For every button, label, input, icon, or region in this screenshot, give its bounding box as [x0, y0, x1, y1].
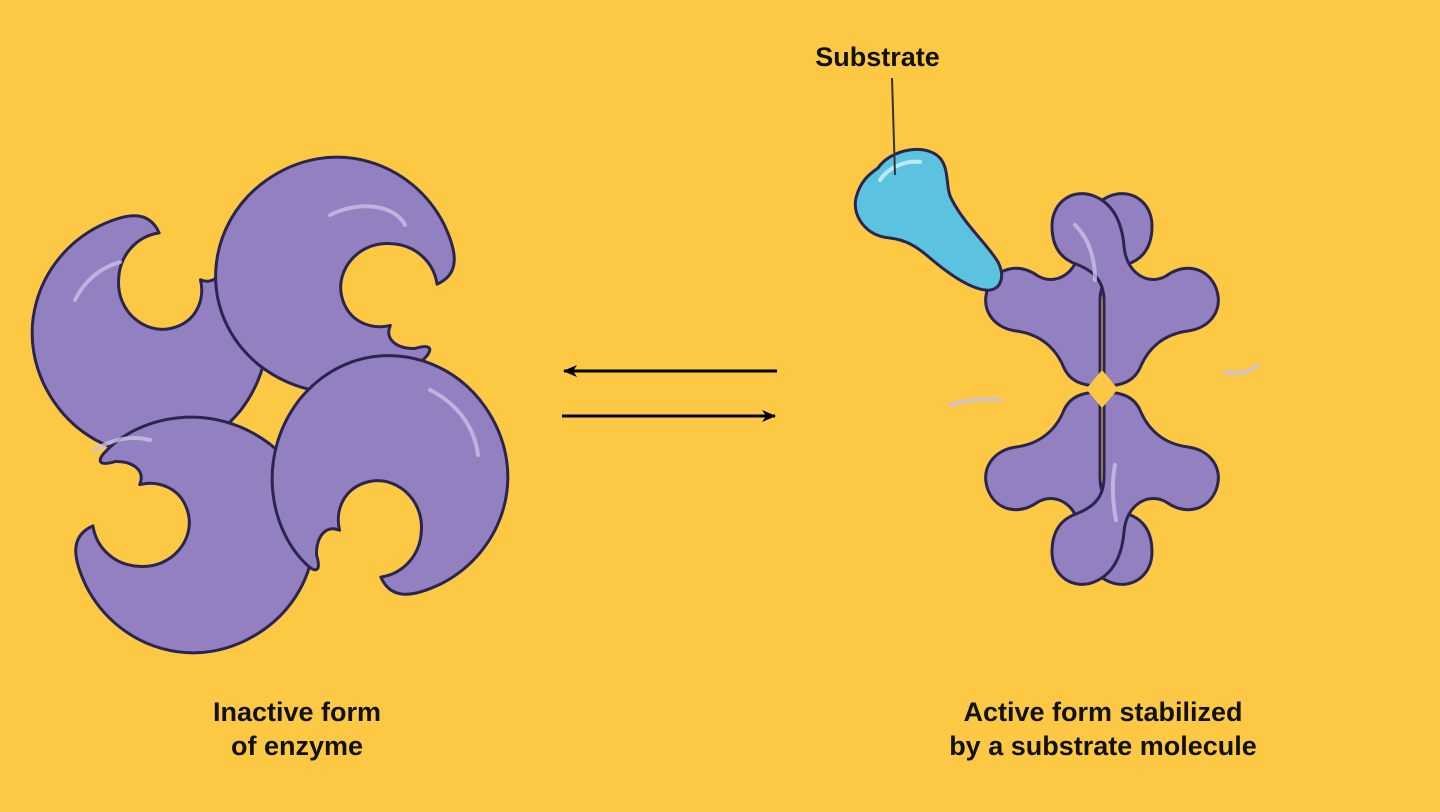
substrate-label: Substrate: [790, 40, 965, 74]
active-caption-line-1: Active form stabilized: [963, 697, 1243, 727]
active-caption-line-2: by a substrate molecule: [949, 731, 1257, 761]
inactive-form-caption: Inactive form of enzyme: [147, 695, 447, 763]
inactive-enzyme: [0, 109, 556, 701]
active-center-gap: [1086, 370, 1118, 408]
inactive-caption-line-1: Inactive form: [212, 697, 382, 727]
substrate-leader-line: [891, 77, 896, 176]
inactive-highlights: [73, 204, 480, 457]
substrate-molecule: [853, 147, 1003, 292]
active-form-caption: Active form stabilized by a substrate mo…: [893, 695, 1313, 763]
active-highlights: [948, 223, 1260, 522]
inactive-caption-line-2: of enzyme: [230, 731, 364, 761]
equilibrium-arrows: [562, 365, 777, 422]
substrate-label-text: Substrate: [815, 42, 940, 72]
